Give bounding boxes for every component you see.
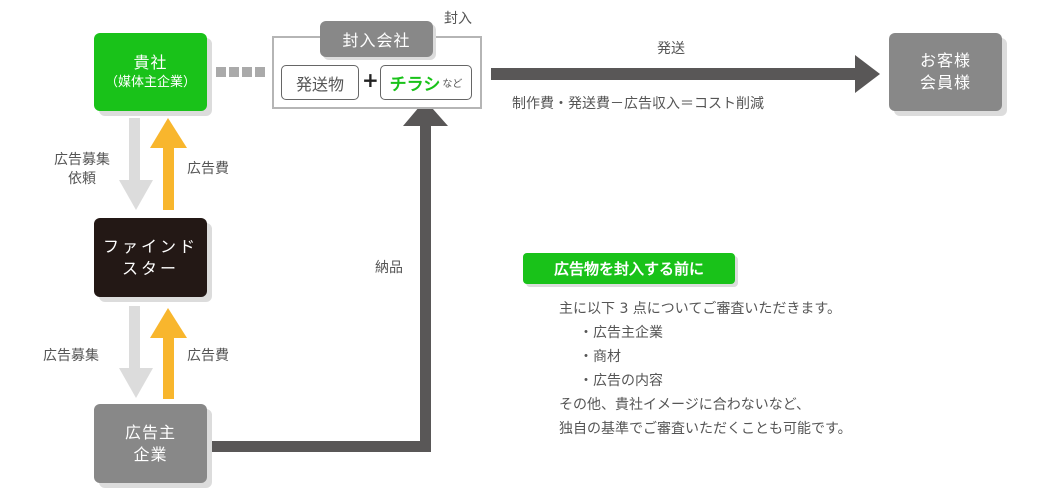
findstar-line1: ファインド (102, 236, 198, 256)
enclosure-label: 封入 (444, 11, 472, 27)
note-closing-2: 独自の基準でご審査いただくことも可能です。 (559, 421, 852, 437)
note-item: ・広告の内容 (579, 373, 663, 389)
note-intro: 主に以下 3 点についてご審査いただきます。 (559, 301, 841, 317)
note-badge: 広告物を封入する前に (523, 253, 735, 284)
client-title: 貴社 (133, 53, 168, 73)
note-body: 主に以下 3 点についてご審査いただきます。 ・広告主企業 ・商材 ・広告の内容… (559, 297, 852, 441)
fee-arrow-bottom (150, 308, 187, 399)
client-node: 貴社 （媒体主企業） (94, 33, 207, 111)
advertiser-line1: 広告主 (124, 422, 176, 442)
client-subtitle: （媒体主企業） (104, 75, 196, 91)
note-badge-text: 広告物を封入する前に (553, 260, 704, 278)
fee-label-bottom: 広告費 (187, 348, 229, 364)
plus-sign: + (362, 68, 379, 92)
cost-formula: 制作費・発送費－広告収入＝コスト削減 (512, 96, 764, 112)
request-label-line2: 依頼 (68, 170, 96, 187)
advertiser-line2: 企業 (133, 444, 168, 464)
customer-node: お客様 会員様 (889, 33, 1002, 111)
note-item: ・商材 (579, 349, 621, 365)
shipment-item-text: 発送物 (295, 74, 344, 94)
shipment-item-box: 発送物 (281, 65, 359, 100)
delivery-label: 納品 (375, 260, 403, 276)
note-item: ・広告主企業 (579, 325, 663, 341)
recruit-label: 広告募集 (43, 348, 99, 364)
ship-label: 発送 (657, 41, 685, 57)
enclosure-company-title: 封入会社 (320, 21, 433, 57)
enclosure-company-title-text: 封入会社 (342, 31, 411, 50)
request-label-line1: 広告募集 (54, 152, 110, 168)
flyer-item-box: チラシ など (380, 65, 472, 100)
request-label: 広告募集 依頼 (44, 151, 120, 189)
advertiser-node: 広告主 企業 (94, 404, 207, 483)
flyer-suffix: など (442, 79, 463, 90)
note-closing-1: その他、貴社イメージに合わないなど、 (559, 397, 811, 413)
request-arrow-top (119, 118, 153, 210)
fee-label-top: 広告費 (187, 161, 229, 177)
delivery-arrow (212, 100, 448, 452)
recruit-arrow-bottom (119, 306, 153, 398)
flyer-text: チラシ (389, 75, 441, 95)
findstar-line2: スター (121, 258, 179, 278)
dashed-connector (216, 67, 265, 77)
findstar-node: ファインド スター (94, 218, 207, 297)
ship-arrow (491, 55, 880, 93)
customer-line2: 会員様 (919, 73, 971, 92)
customer-line1: お客様 (919, 51, 971, 71)
fee-arrow-top (150, 118, 187, 210)
